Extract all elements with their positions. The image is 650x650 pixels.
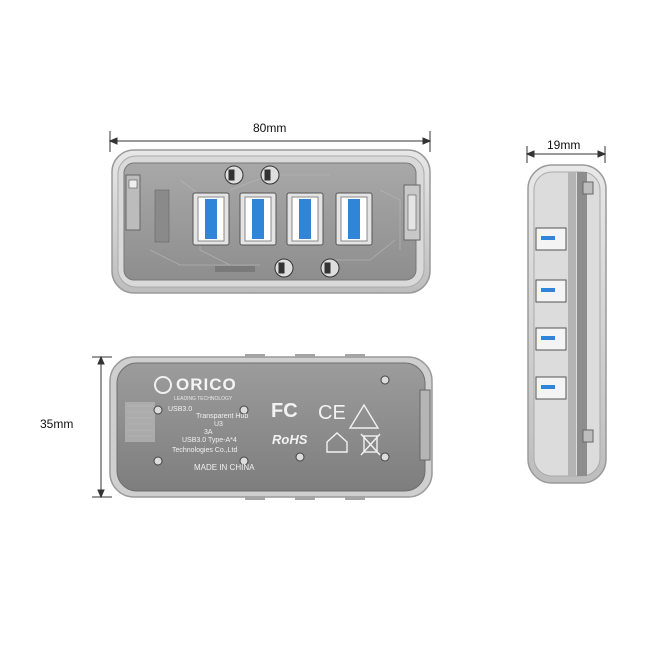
label-line-6: Technologies Co.,Ltd [172,447,238,454]
brand-tagline: LEADING TECHNOLOGY [174,396,233,402]
label-line-2: Transparent Hub [196,413,249,420]
label-line-4: 3A [204,429,213,436]
rohs-mark: RoHS [272,432,308,447]
label-line-1: USB3.0 [168,406,193,413]
compliance-icons [326,403,381,456]
label-line-3: U3 [214,421,223,428]
usb-ports-top [192,192,373,246]
width-dimension-label: 80mm [253,121,287,135]
hub-back-view [109,354,433,500]
brand-logo-text: ORICO [176,375,237,394]
height-dimension-line [92,355,112,499]
ce-mark: CE [318,402,346,424]
fcc-mark: FC [271,400,298,422]
width-dimension-line [108,131,432,152]
label-line-5: USB3.0 Type-A*4 [182,437,237,444]
made-in-china: MADE IN CHINA [194,463,255,472]
depth-dimension-label: 19mm [547,138,581,152]
depth-dimension-line [525,146,607,163]
hub-side-view [527,164,607,484]
hub-top-view [111,149,431,294]
height-dimension-label: 35mm [40,417,74,431]
